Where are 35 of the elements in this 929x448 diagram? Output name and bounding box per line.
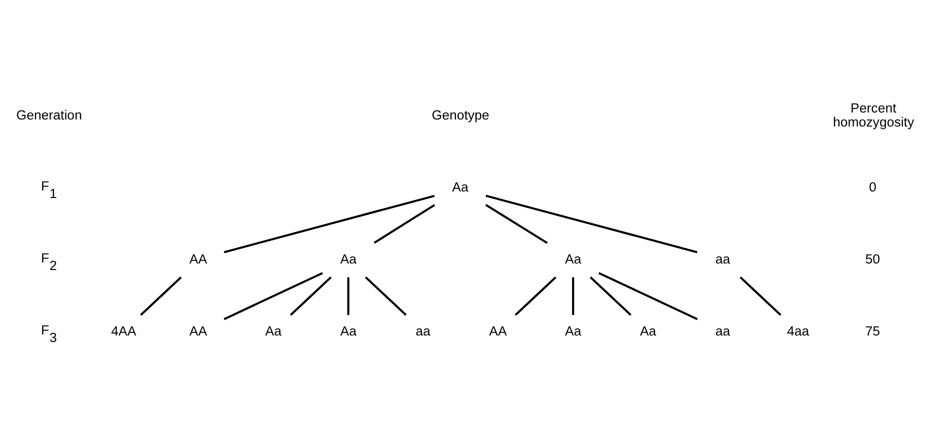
connector xyxy=(224,194,435,254)
node-text: AA xyxy=(189,252,208,267)
label: Genotype xyxy=(432,107,490,122)
node-text: Aa xyxy=(565,324,582,339)
connector xyxy=(140,276,182,316)
connector xyxy=(590,276,632,316)
node-text: AA xyxy=(489,324,507,339)
connector xyxy=(364,276,407,316)
label: 0 xyxy=(869,179,876,194)
node-text: aa xyxy=(416,324,430,339)
label: Generation xyxy=(16,107,82,122)
node-text: aa xyxy=(715,252,730,267)
connector xyxy=(598,272,698,320)
connector xyxy=(572,277,574,315)
connector xyxy=(224,272,323,320)
node-text: 4aa xyxy=(787,324,810,339)
node-text: Aa xyxy=(340,252,356,267)
label: 50 xyxy=(865,252,880,267)
connector xyxy=(290,276,332,316)
label: Percent homozygosity xyxy=(833,100,914,130)
connector xyxy=(740,276,782,316)
node-text: aa xyxy=(715,324,730,339)
node-text: Aa xyxy=(265,324,282,339)
node-text: Aa xyxy=(640,324,656,339)
node-text: 4AA xyxy=(111,324,136,339)
node-text: Aa xyxy=(340,324,356,339)
connector xyxy=(485,204,548,244)
node-text: Aa xyxy=(565,252,582,267)
connector xyxy=(486,194,698,254)
connector xyxy=(347,277,350,315)
label: 75 xyxy=(865,324,880,339)
connector xyxy=(374,204,436,244)
node-text: AA xyxy=(189,324,208,339)
node-text: Aa xyxy=(452,179,468,194)
connector xyxy=(514,276,556,316)
